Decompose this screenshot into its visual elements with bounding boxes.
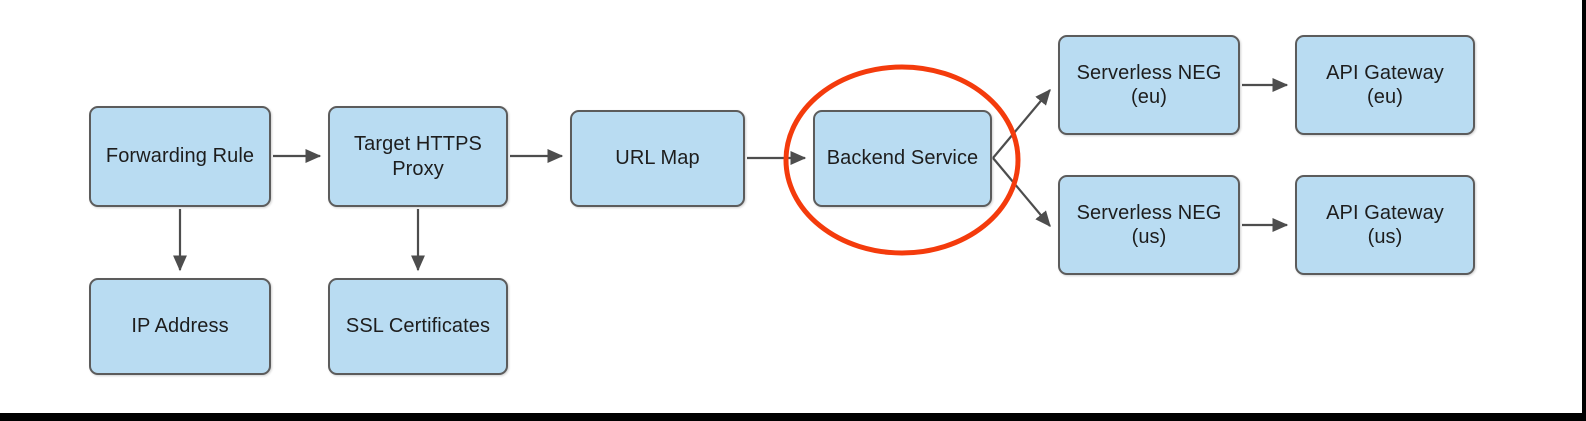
node-url-map-label: URL Map: [615, 147, 700, 170]
node-target-https-proxy[interactable]: Target HTTPS Proxy: [328, 106, 508, 207]
node-ip-address[interactable]: IP Address: [89, 278, 271, 375]
node-backend-service[interactable]: Backend Service: [813, 110, 992, 207]
frame-right-bar: [1582, 0, 1586, 421]
node-serverless-neg-eu[interactable]: Serverless NEG (eu): [1058, 35, 1240, 135]
edge-backend-to-neg-eu: [992, 89, 1051, 159]
node-api-gateway-us[interactable]: API Gateway (us): [1295, 175, 1475, 275]
node-forwarding-rule[interactable]: Forwarding Rule: [89, 106, 271, 207]
node-ssl-certificates[interactable]: SSL Certificates: [328, 278, 508, 375]
node-api-gateway-eu-label: API Gateway (eu): [1326, 61, 1444, 108]
node-forwarding-rule-label: Forwarding Rule: [105, 145, 255, 168]
frame-bottom-bar: [0, 413, 1586, 421]
node-serverless-neg-us[interactable]: Serverless NEG (us): [1058, 175, 1240, 275]
edge-backend-to-neg-us: [992, 157, 1051, 227]
node-url-map[interactable]: URL Map: [570, 110, 745, 207]
node-ip-address-label: IP Address: [131, 315, 229, 338]
node-serverless-neg-eu-label: Serverless NEG (eu): [1076, 61, 1222, 108]
node-api-gateway-us-label: API Gateway (us): [1326, 201, 1444, 248]
node-api-gateway-eu[interactable]: API Gateway (eu): [1295, 35, 1475, 135]
node-target-https-proxy-label: Target HTTPS Proxy: [354, 133, 482, 180]
node-backend-service-label: Backend Service: [826, 147, 979, 170]
node-ssl-certificates-label: SSL Certificates: [345, 315, 491, 338]
node-serverless-neg-us-label: Serverless NEG (us): [1076, 201, 1222, 248]
